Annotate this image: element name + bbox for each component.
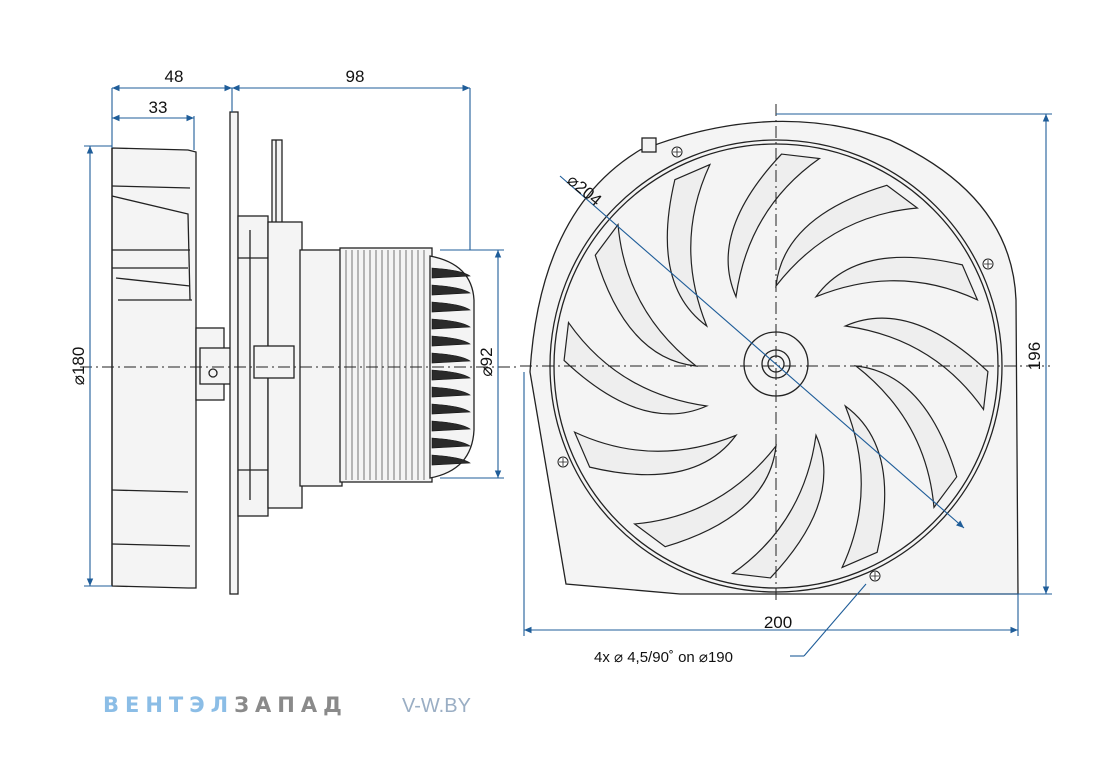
brand-logo: ВЕНТЭЛЗАПАД V-W.BY [103, 693, 471, 717]
cap-fin [431, 267, 471, 279]
dim-fan-diameter-label: ⌀180 [69, 347, 88, 386]
cap-fin [431, 386, 471, 398]
impeller-blade [843, 317, 989, 412]
dim-98-label: 98 [346, 67, 365, 86]
cap-fin [431, 420, 471, 432]
mounting-hole-cross [673, 148, 681, 156]
impeller-blade [730, 433, 825, 579]
cap-fin [431, 301, 471, 313]
cap-fin [431, 369, 471, 381]
front-view [529, 120, 1019, 595]
brand-site: V-W.BY [402, 695, 471, 717]
cap-fin [431, 454, 471, 466]
cap-fin [431, 352, 471, 364]
impeller-blade [666, 163, 712, 328]
cap-fin [431, 318, 471, 330]
mounting-note: 4x ⌀ 4,5/90˚ on ⌀190 [594, 649, 733, 666]
impeller-blade [840, 404, 886, 569]
brand-part2: ЗАПАД [234, 693, 348, 717]
dim-48-label: 48 [165, 67, 184, 86]
impeller-blade [594, 223, 699, 367]
side-dimensions: 48 33 98 ⌀180 ⌀92 [69, 67, 504, 587]
cap-fin [431, 335, 471, 347]
brand-part1: ВЕНТЭЛ [103, 693, 234, 717]
mounting-hole-cross [559, 458, 567, 466]
front-dimensions: ⌀204 196 200 4x ⌀ 4,5/90˚ on ⌀190 [523, 113, 1052, 666]
impeller-blade [563, 320, 709, 415]
impeller-blade [853, 365, 958, 509]
mounting-hole-cross [871, 572, 879, 580]
svg-text:ВЕНТЭЛЗАПАД: ВЕНТЭЛЗАПАД [103, 693, 348, 717]
cap-fin [431, 284, 471, 296]
impeller-blade [775, 184, 919, 289]
cap-fin [431, 437, 471, 449]
impeller-blade [573, 430, 738, 476]
mounting-hole-cross [984, 260, 992, 268]
cap-fin [431, 403, 471, 415]
dim-height-label: 196 [1025, 342, 1044, 370]
dim-33-label: 33 [149, 98, 168, 117]
dim-motor-diameter-label: ⌀92 [477, 347, 496, 376]
impeller-blade [727, 153, 822, 299]
side-view [111, 111, 475, 595]
impeller-blade [814, 256, 979, 302]
dim-width-label: 200 [764, 613, 792, 632]
impeller-blade [633, 443, 777, 548]
